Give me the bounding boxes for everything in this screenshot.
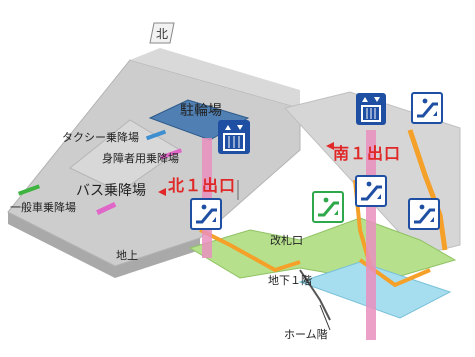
label-general-car: 一般車乗降場: [10, 201, 76, 214]
escalator-icon: [411, 92, 443, 124]
escalator-icon: [190, 198, 222, 230]
label-ground: 地上: [116, 249, 138, 262]
road-band: [130, 48, 300, 108]
label-ticket-gate: 改札口: [270, 234, 303, 247]
ground-slab-side: [8, 212, 200, 278]
north-exit-arrow: [158, 188, 166, 196]
label-b1: 地下１階: [268, 274, 312, 287]
label-disabled: 身障者用乗降場: [102, 152, 179, 165]
general-car-marking: [17, 184, 41, 196]
compass-label: 北: [155, 27, 168, 41]
south-exit-label: 南１出口: [333, 144, 402, 163]
south-exit-arrow: [326, 142, 334, 150]
label-bicycle-parking: 駐輪場: [180, 103, 222, 119]
north-compass: 北: [146, 22, 178, 44]
elevator-icon: [218, 120, 250, 154]
bus-marking: [96, 201, 117, 215]
disabled-marking: [159, 148, 183, 160]
label-taxi: タクシー乗降場: [62, 131, 139, 144]
label-bus: バス乗降場: [76, 183, 146, 199]
escalator-icon: [408, 198, 440, 230]
escalator-icon: [355, 175, 387, 207]
north-exit-label: 北１出口: [168, 176, 237, 195]
escalator-green-icon: [312, 191, 344, 223]
route-stair: [299, 269, 331, 321]
route-orange-3: [407, 129, 448, 251]
label-platform: ホーム階: [284, 328, 328, 341]
elevator-icon: [356, 93, 386, 125]
route-orange-1: [199, 228, 301, 273]
taxi-marking: [145, 129, 167, 141]
elevator-shaft-2: [366, 130, 376, 340]
b1-route: [188, 217, 457, 283]
